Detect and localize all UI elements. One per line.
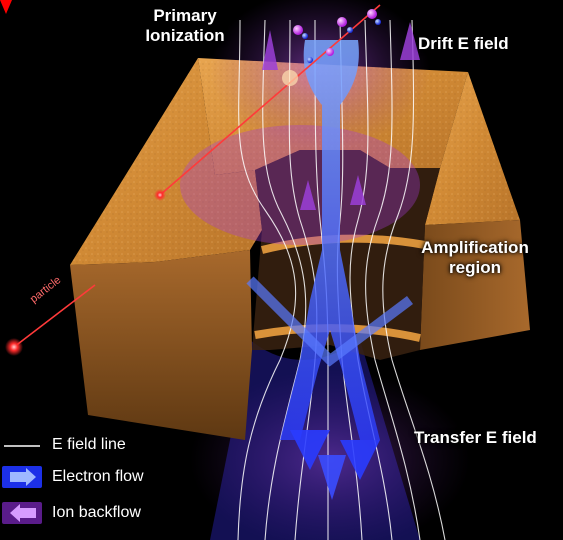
corner-marker-icon xyxy=(0,0,12,14)
particle-track xyxy=(0,0,381,356)
primary-ionization-label: Primary Ionization xyxy=(130,6,240,46)
legend-item-ion-backflow: Ion backflow xyxy=(0,500,250,530)
transfer-field-label: Transfer E field xyxy=(414,428,537,447)
primary-ionization-line-1: Primary xyxy=(153,6,217,25)
primary-ionization-line-2: Ionization xyxy=(145,26,225,45)
drift-field-label: Drift E field xyxy=(418,34,509,53)
legend-item-electron-flow: Electron flow xyxy=(0,464,250,494)
particle-source-icon xyxy=(5,338,23,356)
amplification-line-2: region xyxy=(449,258,501,277)
ion-arrow-icon xyxy=(10,504,36,522)
legend-label: Ion backflow xyxy=(52,504,141,521)
electron-flow xyxy=(246,40,413,500)
ionization-charges xyxy=(282,9,381,86)
amplification-region-label: Amplification region xyxy=(400,238,550,278)
legend-swatches xyxy=(2,445,42,524)
electron-arrow-icon xyxy=(10,468,36,486)
legend-item-field-line: E field line xyxy=(0,432,250,462)
legend-label: E field line xyxy=(52,436,126,453)
amplification-line-1: Amplification xyxy=(421,238,529,257)
ion-backflow-arrows xyxy=(262,22,420,210)
legend-label: Electron flow xyxy=(52,468,144,485)
